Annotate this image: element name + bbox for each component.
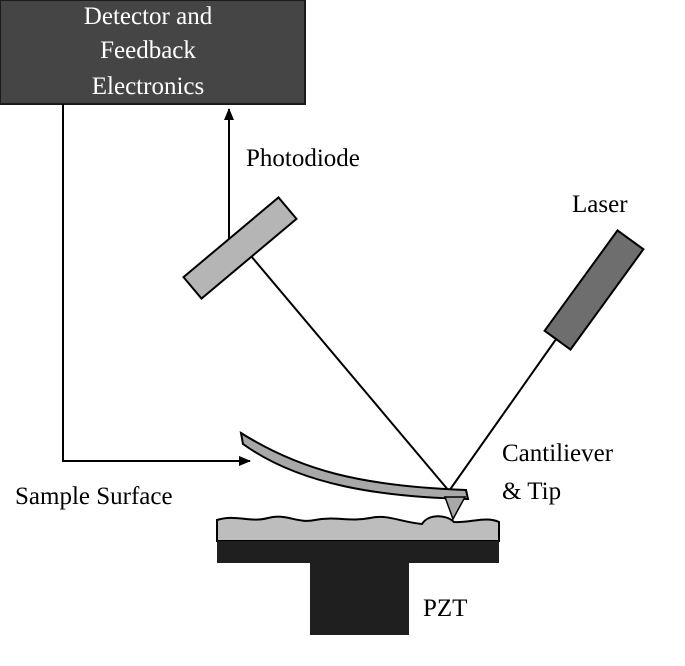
- pzt-top-plate: [217, 541, 499, 563]
- laser-label: Laser: [572, 191, 628, 218]
- cantilever-icon: [239, 430, 470, 501]
- laser-icon: [543, 229, 645, 351]
- sample-surface-label: Sample Surface: [15, 483, 173, 510]
- pzt-stem: [310, 561, 409, 635]
- detector-box-rect: [0, 0, 306, 105]
- cantilever-label-line-1: Cantiliever: [502, 440, 614, 467]
- detector-box-line-3: Electronics: [92, 73, 204, 100]
- reflected-laser-beam: [250, 255, 450, 492]
- sample-surface-icon: [216, 515, 500, 542]
- cantilever-label-line-2: & Tip: [502, 478, 561, 505]
- cantilever-tip-icon: [443, 496, 467, 521]
- incident-laser-beam: [448, 334, 560, 492]
- detector-feedback-box: Detector and Feedback Electronics: [0, 0, 306, 105]
- photodiode-label: Photodiode: [246, 145, 360, 172]
- photodiode-icon: [182, 196, 298, 300]
- feedback-arrow: [62, 104, 251, 466]
- pzt-label: PZT: [423, 595, 467, 622]
- detector-box-line-1: Detector and: [84, 3, 213, 30]
- detector-box-line-2: Feedback: [100, 37, 196, 64]
